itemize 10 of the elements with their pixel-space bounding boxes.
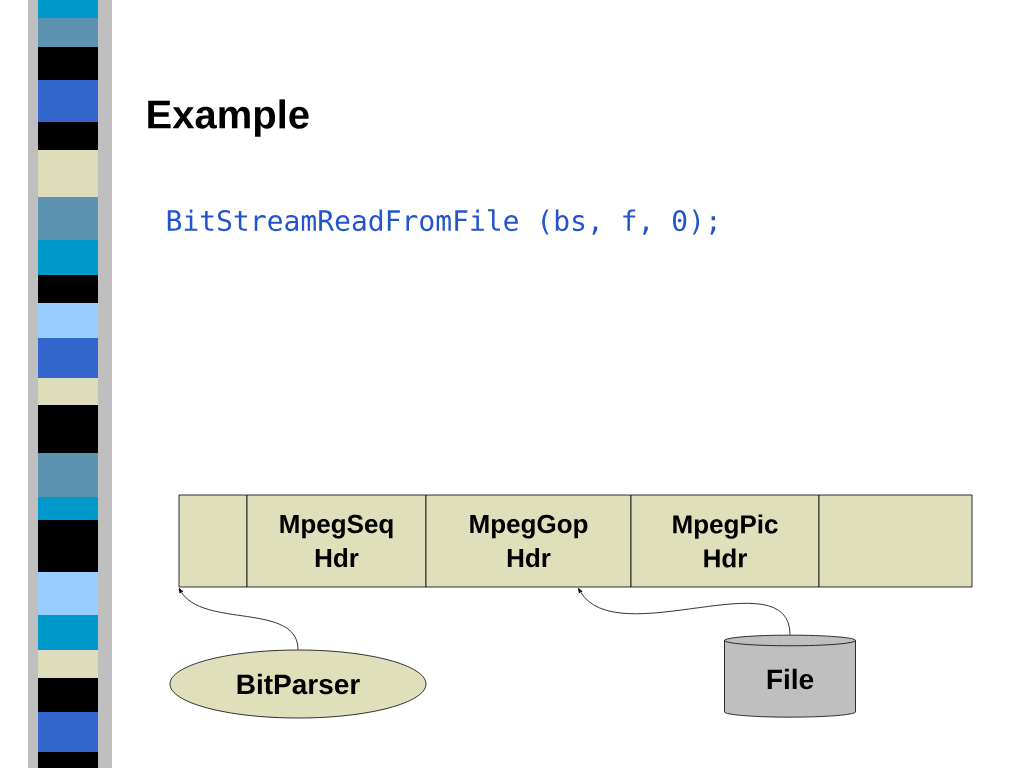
ellipse-node: BitParser [169,649,427,719]
strip-cell [818,494,973,588]
slide-title: Example [148,99,309,137]
database-cylinder: File [724,634,856,718]
code-line: BitStreamReadFromFile (bs, f, 0); [167,209,716,235]
arrow [178,588,299,650]
arrow [578,588,791,636]
strip-cell: MpegPic Hdr [630,494,820,588]
strip-cell [178,494,248,588]
strip-cell: MpegGop Hdr [425,494,632,588]
